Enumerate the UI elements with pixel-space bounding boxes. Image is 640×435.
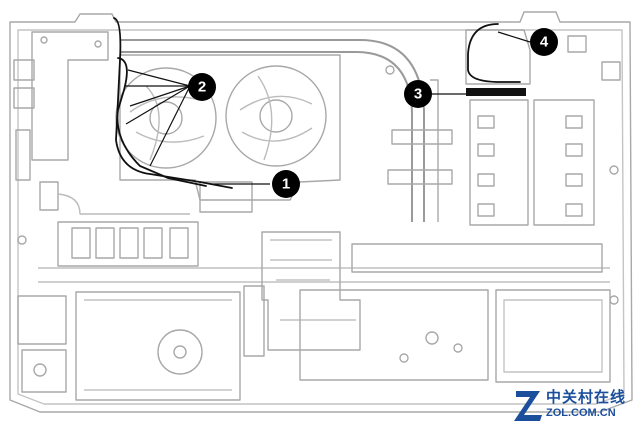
leader-2e xyxy=(125,85,191,125)
ssd-module xyxy=(57,221,199,267)
watermark-text-cn: 中关村在线 xyxy=(546,388,627,406)
zol-watermark: 中关村在线 ZOL.COM.CN xyxy=(514,383,632,429)
antenna-cable-main xyxy=(113,17,233,189)
left-port-2 xyxy=(13,87,35,109)
left-port-1 xyxy=(13,59,35,81)
fan-housing xyxy=(119,54,341,201)
wlan-connector xyxy=(466,88,526,96)
leader-2a xyxy=(127,69,191,87)
callout-1: 1 xyxy=(272,170,300,198)
callout-3: 3 xyxy=(404,80,432,108)
leader-2c xyxy=(129,85,191,107)
callout-marker xyxy=(530,28,558,56)
callout-marker xyxy=(188,73,216,101)
leader-2d xyxy=(149,85,191,167)
callout-2: 2 xyxy=(188,73,216,101)
callout-label: 2 xyxy=(198,79,206,96)
fan-right xyxy=(225,65,327,167)
callout-label: 4 xyxy=(540,34,549,51)
zol-logo-icon xyxy=(514,391,542,421)
ram-slot-2 xyxy=(533,99,595,226)
optical-drive xyxy=(75,291,241,401)
watermark-text-en: ZOL.COM.CN xyxy=(546,407,616,419)
callout-4: 4 xyxy=(530,28,558,56)
callout-label: 1 xyxy=(282,176,290,193)
callout-marker xyxy=(404,80,432,108)
left-hinge xyxy=(31,31,109,161)
callout-label: 3 xyxy=(414,86,422,103)
wlan-module-bracket xyxy=(465,29,531,85)
antenna-cable-aux xyxy=(116,57,207,187)
chassis-outline xyxy=(9,11,633,413)
fan-left xyxy=(115,67,217,169)
wlan-cable xyxy=(467,23,521,83)
ram-slot-1 xyxy=(469,99,529,226)
cpu-bracket xyxy=(199,181,253,213)
leader-4 xyxy=(497,31,531,43)
callout-marker xyxy=(272,170,300,198)
